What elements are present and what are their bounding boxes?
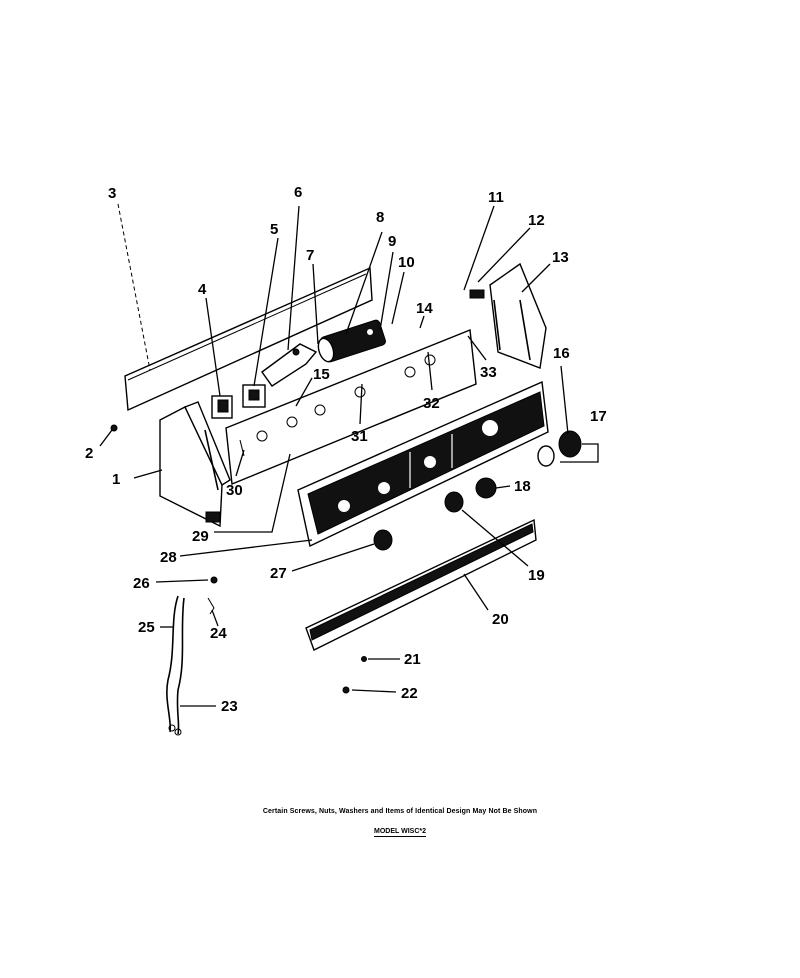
callout-28: 28 xyxy=(160,549,177,566)
callout-3: 3 xyxy=(108,185,116,202)
model-label: MODEL WISC*2 xyxy=(0,828,800,837)
timer-bracket-part xyxy=(261,343,318,387)
callout-23: 23 xyxy=(221,698,238,715)
callout-18: 18 xyxy=(514,478,531,495)
callout-10: 10 xyxy=(398,254,415,271)
screw-parts xyxy=(110,424,367,694)
knob-parts xyxy=(373,430,582,551)
callout-1: 1 xyxy=(112,471,120,488)
callout-labels: 1 2 3 4 5 6 7 8 9 10 11 12 13 14 15 16 1… xyxy=(85,184,607,715)
callout-4: 4 xyxy=(198,281,207,298)
callout-8: 8 xyxy=(376,209,384,226)
callout-7: 7 xyxy=(306,247,314,264)
callout-26: 26 xyxy=(133,575,150,592)
callout-9: 9 xyxy=(388,233,396,250)
callout-27: 27 xyxy=(270,565,287,582)
callout-33: 33 xyxy=(480,364,497,381)
callout-20: 20 xyxy=(492,611,509,628)
callout-11: 11 xyxy=(488,189,504,206)
wiring-harness-part xyxy=(166,595,215,736)
callout-32: 32 xyxy=(423,395,440,412)
callout-16: 16 xyxy=(553,345,570,362)
control-console-part xyxy=(297,380,549,548)
callout-13: 13 xyxy=(552,249,569,266)
trim-strip-part xyxy=(305,518,537,651)
callout-12: 12 xyxy=(528,212,545,229)
switch-parts xyxy=(211,384,266,419)
callout-30: 30 xyxy=(226,482,243,499)
callout-15: 15 xyxy=(313,366,330,383)
callout-24: 24 xyxy=(210,625,227,642)
callout-25: 25 xyxy=(138,619,155,636)
callout-22: 22 xyxy=(401,685,418,702)
leader-lines xyxy=(99,203,599,707)
callout-19: 19 xyxy=(528,567,545,584)
callout-31: 31 xyxy=(351,428,368,445)
callout-17: 17 xyxy=(590,408,607,425)
right-end-bracket-part xyxy=(469,262,547,369)
callout-21: 21 xyxy=(404,651,421,668)
callout-5: 5 xyxy=(270,221,278,238)
callout-29: 29 xyxy=(192,528,209,545)
left-end-bracket-part xyxy=(159,401,231,528)
hardware-note: Certain Screws, Nuts, Washers and Items … xyxy=(262,808,538,815)
model-label-text: MODEL WISC*2 xyxy=(374,828,426,837)
back-panel-part xyxy=(124,266,373,412)
callout-14: 14 xyxy=(416,300,433,317)
console-back-panel-part xyxy=(225,329,477,486)
callout-2: 2 xyxy=(85,445,93,462)
timer-part xyxy=(317,319,386,363)
callout-6: 6 xyxy=(294,184,302,201)
